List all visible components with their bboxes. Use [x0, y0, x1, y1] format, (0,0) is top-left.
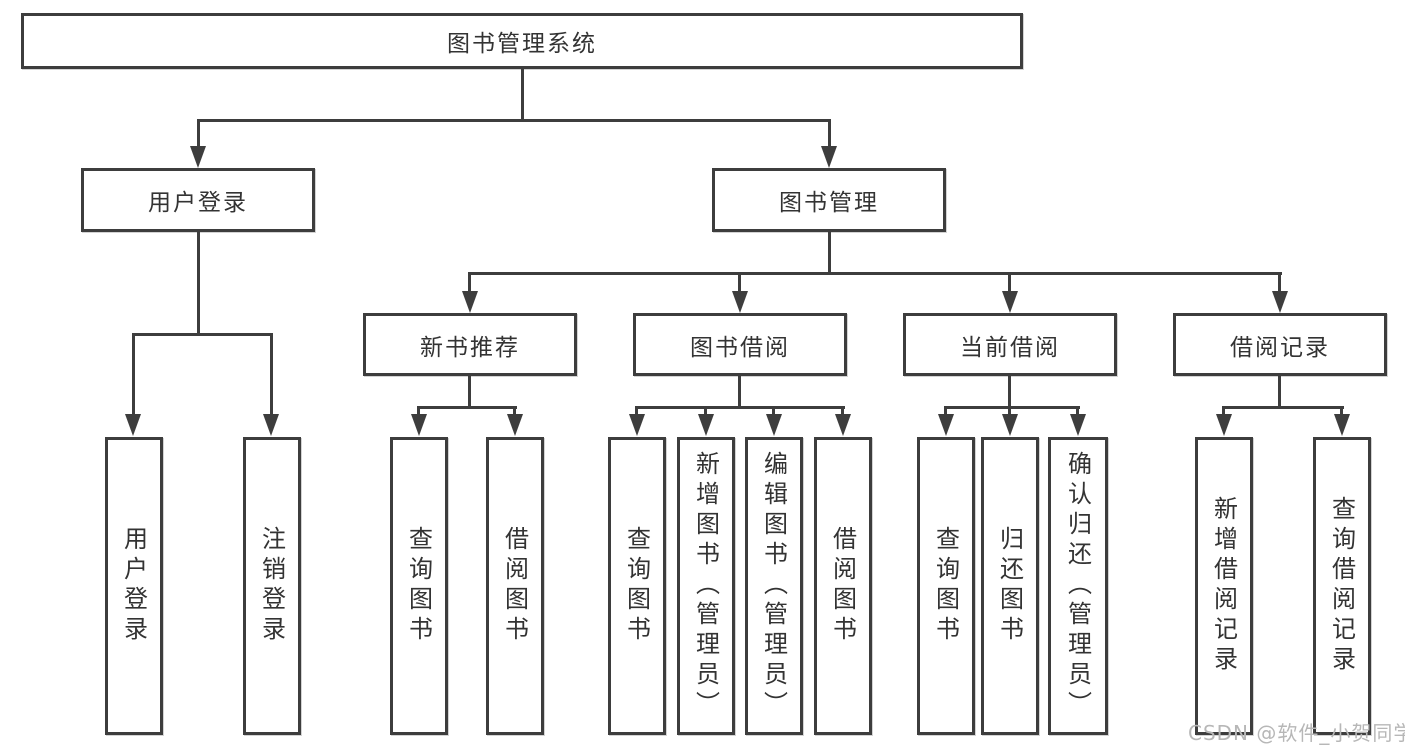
connector-root-bar [197, 119, 831, 122]
connector-line [197, 119, 200, 148]
watermark: CSDN @软件_小贺同学 [1188, 721, 1405, 745]
leaf-query-books-2-label: 查询图书 [622, 526, 651, 646]
leaf-edit-book-admin: 编辑图书（管理员） [745, 437, 803, 735]
connector-book-borrow-stem [738, 373, 741, 409]
arrowhead-down-icon [732, 291, 748, 313]
leaf-return-book: 归还图书 [981, 437, 1039, 735]
leaf-confirm-return-admin: 确认归还（管理员） [1048, 437, 1108, 735]
leaf-confirm-return-admin-label: 确认归还（管理员） [1063, 451, 1092, 721]
connector-line [417, 406, 420, 416]
leaf-add-borrow-record: 新增借阅记录 [1195, 437, 1253, 735]
connector-line [132, 333, 135, 416]
arrowhead-down-icon [263, 414, 279, 436]
node-user-login-branch-label: 用户登录 [148, 190, 248, 216]
node-user-login-branch: 用户登录 [81, 168, 315, 232]
arrowhead-down-icon [1002, 414, 1018, 436]
connector-borrow-records-stem [1278, 373, 1281, 409]
connector-current-borrow-bar [944, 406, 1080, 409]
leaf-query-borrow-record: 查询借阅记录 [1313, 437, 1371, 735]
node-current-borrowing-label: 当前借阅 [960, 334, 1060, 361]
connector-user-login-bar [132, 333, 273, 336]
node-new-book-recommend-label: 新书推荐 [420, 334, 520, 361]
connector-line [1222, 406, 1225, 416]
connector-line [828, 119, 831, 148]
leaf-logout: 注销登录 [243, 437, 301, 735]
leaf-borrow-books-1-label: 借阅图书 [500, 526, 529, 646]
node-book-borrowing-label: 图书借阅 [690, 334, 790, 361]
node-borrowing-records-label: 借阅记录 [1230, 334, 1330, 361]
connector-line [704, 406, 707, 416]
connector-root-stem [521, 66, 524, 121]
connector-line [468, 272, 471, 293]
node-borrowing-records: 借阅记录 [1173, 313, 1387, 376]
leaf-user-login-label: 用户登录 [119, 526, 148, 646]
leaf-query-borrow-record-label: 查询借阅记录 [1327, 496, 1356, 676]
arrowhead-down-icon [1272, 291, 1288, 313]
arrowhead-down-icon [629, 414, 645, 436]
leaf-add-book-admin: 新增图书（管理员） [677, 437, 735, 735]
node-book-borrowing: 图书借阅 [633, 313, 847, 376]
connector-line [841, 406, 844, 416]
connector-line [635, 406, 638, 416]
leaf-user-login: 用户登录 [105, 437, 163, 735]
connector-line [1076, 406, 1079, 416]
connector-new-book-stem [468, 373, 471, 409]
leaf-add-borrow-record-label: 新增借阅记录 [1209, 496, 1238, 676]
arrowhead-down-icon [462, 291, 478, 313]
node-current-borrowing: 当前借阅 [903, 313, 1117, 376]
leaf-query-books-3: 查询图书 [917, 437, 975, 735]
leaf-return-book-label: 归还图书 [995, 526, 1024, 646]
arrowhead-down-icon [411, 414, 427, 436]
leaf-query-books-2: 查询图书 [608, 437, 666, 735]
node-book-management-label: 图书管理 [779, 190, 879, 216]
connector-line [1278, 272, 1281, 293]
leaf-borrow-books-1: 借阅图书 [486, 437, 544, 735]
arrowhead-down-icon [1216, 414, 1232, 436]
leaf-query-books-1-label: 查询图书 [404, 526, 433, 646]
connector-line [1008, 406, 1011, 416]
connector-new-book-bar [417, 406, 517, 409]
leaf-borrow-books-2: 借阅图书 [814, 437, 872, 735]
arrowhead-down-icon [507, 414, 523, 436]
node-library-system-label: 图书管理系统 [447, 31, 597, 57]
arrowhead-down-icon [835, 414, 851, 436]
connector-user-login-stem [197, 229, 200, 336]
arrowhead-down-icon [821, 146, 837, 168]
arrowhead-down-icon [938, 414, 954, 436]
connector-book-mgmt-stem [828, 229, 831, 275]
arrowhead-down-icon [125, 414, 141, 436]
arrowhead-down-icon [1334, 414, 1350, 436]
leaf-borrow-books-2-label: 借阅图书 [828, 526, 857, 646]
connector-line [270, 333, 273, 416]
leaf-query-books-3-label: 查询图书 [931, 526, 960, 646]
connector-line [944, 406, 947, 416]
connector-line [1008, 272, 1011, 293]
connector-line [772, 406, 775, 416]
leaf-logout-label: 注销登录 [257, 526, 286, 646]
leaf-add-book-admin-label: 新增图书（管理员） [691, 451, 720, 721]
arrowhead-down-icon [766, 414, 782, 436]
arrowhead-down-icon [1002, 291, 1018, 313]
arrowhead-down-icon [698, 414, 714, 436]
leaf-edit-book-admin-label: 编辑图书（管理员） [759, 451, 788, 721]
connector-borrow-records-bar [1222, 406, 1344, 409]
connector-line [513, 406, 516, 416]
connector-current-borrow-stem [1008, 373, 1011, 409]
arrowhead-down-icon [190, 146, 206, 168]
connector-line [738, 272, 741, 293]
arrowhead-down-icon [1070, 414, 1086, 436]
connector-line [1340, 406, 1343, 416]
node-new-book-recommend: 新书推荐 [363, 313, 577, 376]
connector-book-borrow-bar [635, 406, 845, 409]
node-book-management: 图书管理 [712, 168, 946, 232]
node-library-system: 图书管理系统 [21, 13, 1023, 69]
connector-book-mgmt-bar [468, 272, 1282, 275]
leaf-query-books-1: 查询图书 [390, 437, 448, 735]
